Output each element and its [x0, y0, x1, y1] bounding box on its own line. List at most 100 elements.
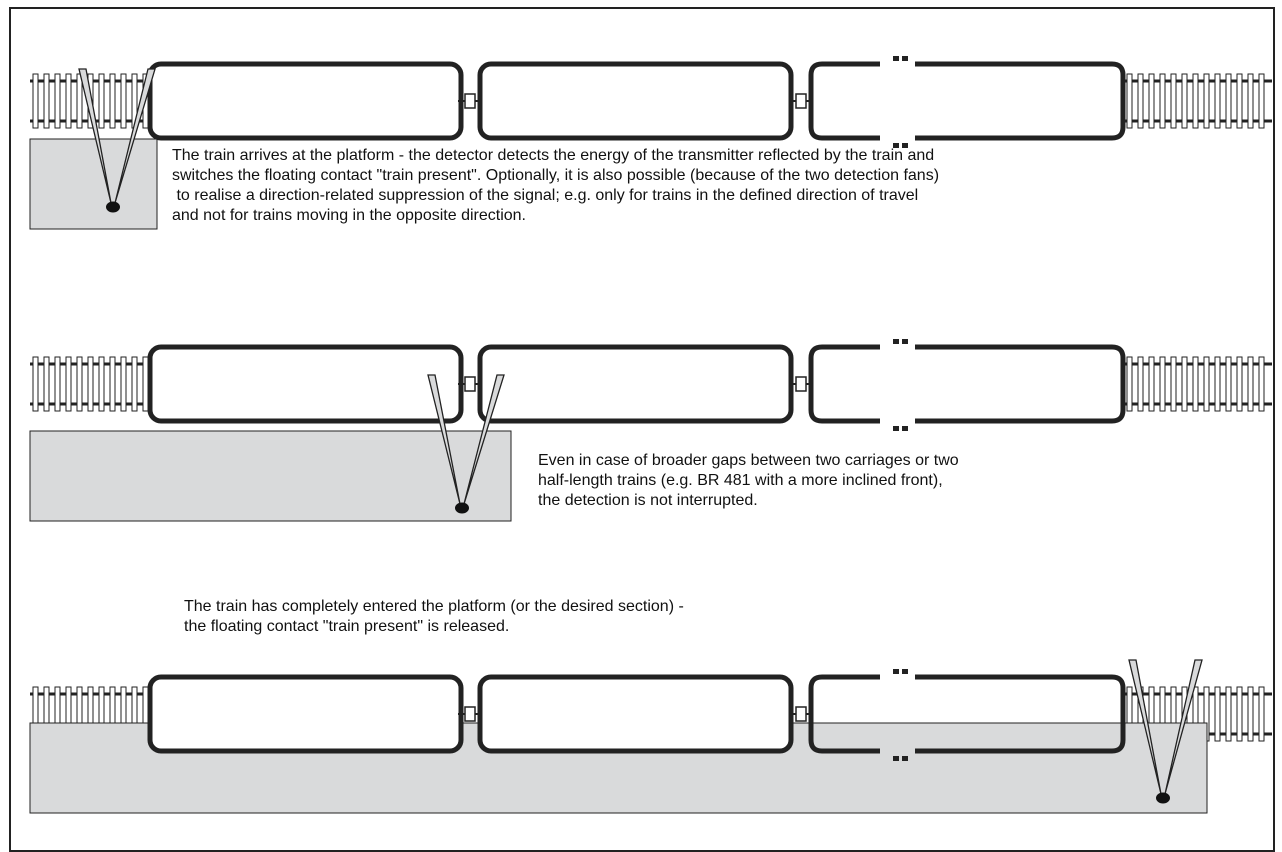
stage-gap-between-carriages — [29, 339, 1272, 522]
detection-beam — [427, 374, 461, 505]
detection-beam — [1164, 659, 1203, 795]
train-carriage — [477, 61, 794, 141]
train-carriage — [477, 344, 794, 424]
platform — [29, 430, 512, 522]
sleeper — [1148, 73, 1155, 129]
ellipsis-dot — [893, 426, 899, 431]
sleeper — [1258, 356, 1265, 412]
ellipsis-dot — [902, 339, 908, 344]
rail-track — [1124, 73, 1272, 129]
train-carriage — [477, 674, 794, 754]
coupling-box — [795, 93, 807, 109]
ellipsis-dot — [893, 669, 899, 674]
sleeper — [120, 73, 127, 129]
coupling-icon — [458, 93, 482, 109]
sleeper — [1225, 73, 1232, 129]
sleeper — [1159, 73, 1166, 129]
sleeper — [142, 356, 149, 412]
sleeper — [1137, 356, 1144, 412]
sleeper — [1214, 686, 1221, 742]
detection-beam — [114, 68, 156, 204]
sleeper — [65, 356, 72, 412]
sleeper — [1181, 356, 1188, 412]
sleeper — [1258, 73, 1265, 129]
sleeper — [120, 356, 127, 412]
coupling-box — [795, 706, 807, 722]
sleeper — [1137, 73, 1144, 129]
sleeper — [1214, 73, 1221, 129]
caption-line: The train has completely entered the pla… — [184, 598, 684, 615]
ellipsis-dot — [893, 756, 899, 761]
sleeper — [76, 73, 83, 129]
train-carriage — [147, 61, 464, 141]
caption-line: the detection is not interrupted. — [538, 492, 758, 509]
sleeper — [1247, 686, 1254, 742]
caption-line: to realise a direction-related suppressi… — [172, 187, 919, 204]
sleeper — [76, 356, 83, 412]
sleeper — [109, 356, 116, 412]
stage-arriving — [29, 56, 1272, 230]
train-carriage-continued — [808, 344, 1126, 424]
ellipsis-dot — [902, 426, 908, 431]
sleeper — [1225, 356, 1232, 412]
sleeper — [131, 356, 138, 412]
sleeper — [43, 73, 50, 129]
caption-line: switches the floating contact "train pre… — [172, 167, 940, 184]
detector-beam-fan — [78, 68, 156, 213]
sleeper — [1148, 356, 1155, 412]
sleeper — [1192, 73, 1199, 129]
detection-beam — [1128, 659, 1162, 795]
ellipsis-dot — [893, 339, 899, 344]
ellipsis-dot — [893, 56, 899, 61]
coupling-box — [464, 93, 476, 109]
sleeper — [1258, 686, 1265, 742]
detection-beam — [78, 68, 112, 204]
coupling-box — [464, 376, 476, 392]
detector-beam-fan — [427, 374, 505, 514]
sleeper — [32, 356, 39, 412]
caption-arriving: The train arrives at the platform - the … — [172, 146, 939, 226]
sleeper — [1126, 356, 1133, 412]
sleeper — [43, 356, 50, 412]
sleeper — [98, 356, 105, 412]
caption-line: half-length trains (e.g. BR 481 with a m… — [538, 472, 943, 489]
caption-line: the floating contact "train present" is … — [184, 618, 510, 635]
coupling-box — [464, 706, 476, 722]
train-carriage — [147, 344, 464, 424]
sleeper — [1126, 73, 1133, 129]
detector-beam-fan — [1128, 659, 1203, 804]
sleeper — [1236, 73, 1243, 129]
detector-sensor-icon — [1156, 792, 1170, 804]
coupling-icon — [458, 376, 482, 392]
ellipsis-dot — [902, 143, 908, 148]
sleeper — [1247, 73, 1254, 129]
sleeper — [54, 356, 61, 412]
ellipsis-dot — [902, 756, 908, 761]
coupling-icon — [789, 93, 813, 109]
detector-sensor-icon — [106, 201, 120, 213]
caption-entered: The train has completely entered the pla… — [184, 597, 684, 637]
detection-beam — [463, 374, 505, 505]
sleeper — [1247, 356, 1254, 412]
sleeper — [98, 73, 105, 129]
rail-track — [1124, 356, 1272, 412]
train-carriage — [147, 674, 464, 754]
sleeper — [1170, 73, 1177, 129]
caption-gap: Even in case of broader gaps between two… — [538, 451, 959, 511]
coupling-icon — [789, 376, 813, 392]
sleeper — [1192, 356, 1199, 412]
rail-track — [30, 356, 152, 412]
sleeper — [1225, 686, 1232, 742]
detector-sensor-icon — [455, 502, 469, 514]
sleeper — [1181, 73, 1188, 129]
sleeper — [32, 73, 39, 129]
sleeper — [1203, 356, 1210, 412]
sleeper — [54, 73, 61, 129]
stage-train-fully-entered — [29, 659, 1272, 814]
sleeper — [1159, 356, 1166, 412]
sleeper — [1214, 356, 1221, 412]
sleeper — [1236, 356, 1243, 412]
platform — [29, 138, 158, 230]
coupling-icon — [458, 706, 482, 722]
